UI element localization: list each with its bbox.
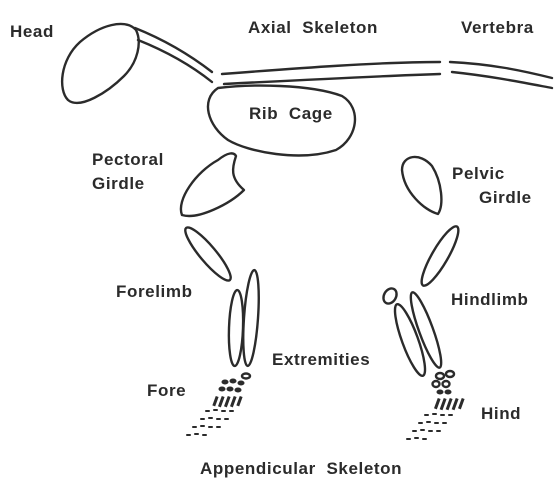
label-head: Head	[10, 22, 54, 42]
label-extremities: Extremities	[272, 350, 370, 370]
label-appendicular-skeleton: Appendicular Skeleton	[200, 459, 402, 479]
vertebral-column	[224, 74, 440, 84]
label-pelvic-girdle-line2: Girdle	[479, 188, 532, 208]
label-pectoral-girdle-line1: Pectoral	[92, 150, 164, 170]
label-hindlimb: Hindlimb	[451, 290, 529, 310]
label-forelimb: Forelimb	[116, 282, 193, 302]
label-fore: Fore	[147, 381, 186, 401]
label-axial-skeleton: Axial Skeleton	[248, 18, 378, 38]
label-pelvic-girdle-line1: Pelvic	[452, 164, 505, 184]
pectoral-girdle-shape	[181, 153, 244, 216]
pelvic-girdle-shape	[402, 157, 441, 214]
femur-bone	[416, 223, 464, 290]
label-pectoral-girdle-line2: Girdle	[92, 174, 145, 194]
head-shape	[62, 24, 139, 103]
neck	[135, 28, 212, 72]
radius-bone	[241, 270, 262, 367]
patella-bone	[381, 286, 399, 306]
label-hind: Hind	[481, 404, 521, 424]
label-rib-cage: Rib Cage	[249, 104, 333, 124]
tibia-bone	[389, 302, 430, 379]
label-vertebra: Vertebra	[461, 18, 534, 38]
ulna-bone	[228, 290, 245, 366]
hind-extremity-bones	[406, 371, 465, 440]
fibula-bone	[406, 290, 447, 370]
humerus-bone	[180, 223, 236, 285]
tail-vertebrae	[450, 62, 552, 78]
fore-extremity-bones	[186, 374, 250, 437]
vertebral-column	[222, 62, 440, 74]
